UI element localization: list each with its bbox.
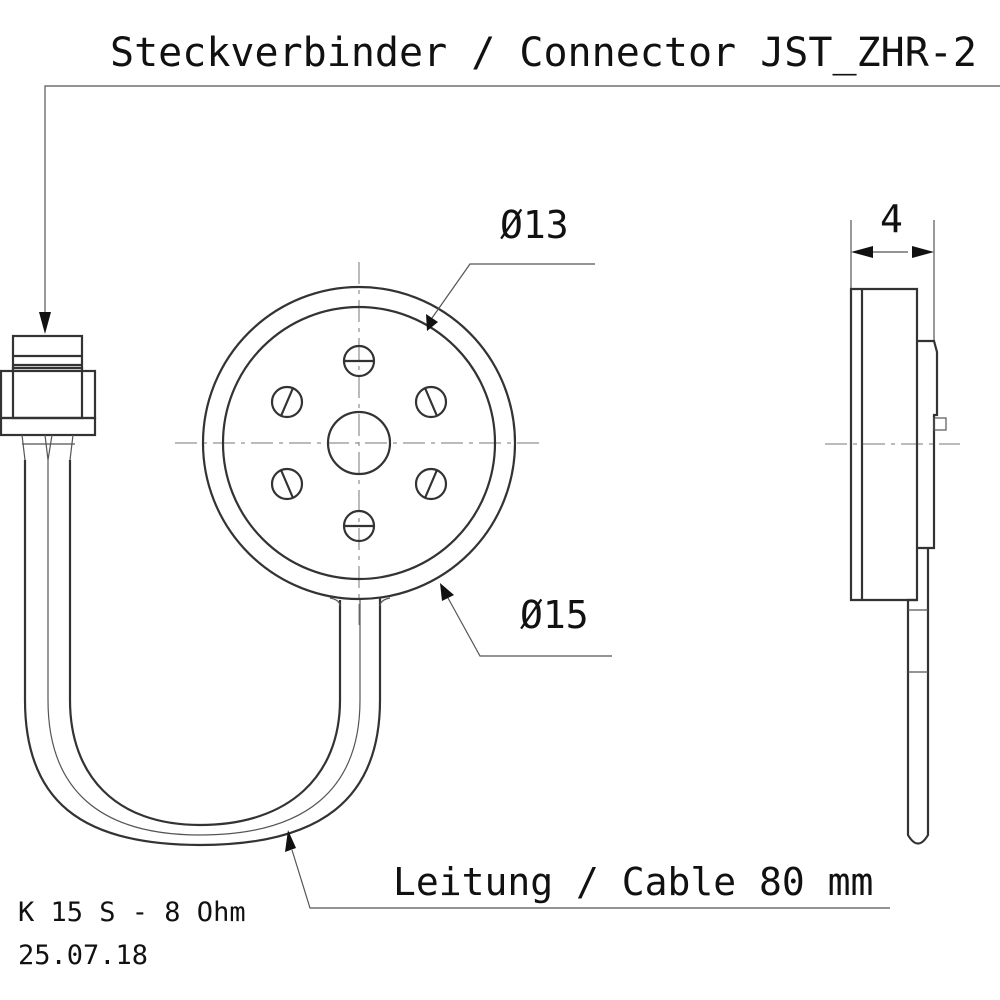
part-name-label: K 15 S - 8 Ohm <box>18 897 246 928</box>
date-label: 25.07.18 <box>18 940 148 971</box>
outer-diameter-arrow <box>440 583 454 601</box>
cable-leader-line <box>291 849 890 909</box>
inner-diameter-leader <box>431 263 595 319</box>
thickness-label: 4 <box>880 197 903 241</box>
outer-diameter-label: Ø15 <box>520 593 589 637</box>
connector-leader-line <box>44 85 1000 312</box>
connector-label: Steckverbinder / Connector JST_ZHR-2 <box>110 30 977 76</box>
inner-diameter-arrow <box>426 314 438 331</box>
inner-diameter-label: Ø13 <box>500 203 569 247</box>
speaker-front-view <box>175 262 545 625</box>
cable <box>23 460 391 847</box>
cable-arrow <box>285 830 296 852</box>
outer-diameter-leader <box>447 597 612 657</box>
connector <box>0 334 97 500</box>
speaker-side-view <box>825 220 960 845</box>
screw-holes <box>270 344 448 543</box>
cable-label: Leitung / Cable 80 mm <box>393 860 873 904</box>
connector-arrow <box>39 312 51 334</box>
